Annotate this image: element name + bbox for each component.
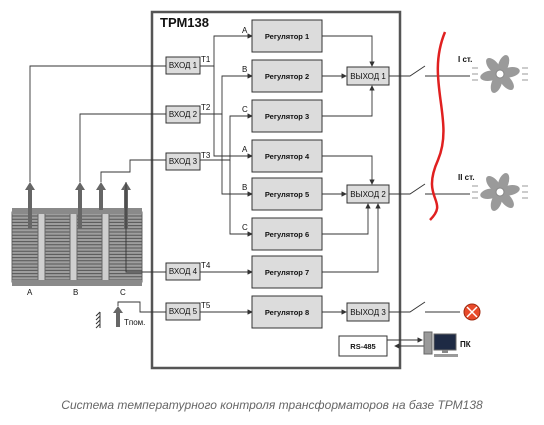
wire-sensor-b2 (100, 159, 166, 182)
transformer-phase-c: C (120, 288, 126, 297)
regulator-7: Регулятор 7 (251, 255, 323, 289)
wire-r7-out2 (322, 203, 381, 273)
svg-text:ВЫХОД 1: ВЫХОД 1 (350, 72, 386, 81)
svg-text:Регулятор 5: Регулятор 5 (265, 190, 309, 199)
pc-icon (423, 331, 458, 357)
regulator-5: Регулятор 5 (251, 177, 323, 211)
wire-t3-c2 (229, 160, 253, 237)
svg-text:Регулятор 2: Регулятор 2 (265, 72, 309, 81)
input-tag-t2: T2 (201, 103, 211, 112)
transformer (11, 208, 143, 286)
wire-r6-out2 (322, 203, 371, 235)
wire-t2-b (200, 73, 253, 115)
power-line (429, 31, 447, 221)
regulator-8: Регулятор 8 (251, 295, 323, 329)
fan-1-icon (472, 55, 528, 93)
wire-r3-out1 (322, 85, 375, 117)
phase-sensor-a (25, 182, 35, 228)
input-tag-t5: T5 (201, 301, 211, 310)
svg-text:RS-485: RS-485 (350, 342, 375, 351)
wire-ambient (117, 301, 166, 313)
regulator-2: Регулятор 2 (251, 59, 323, 93)
transformer-phase-a: A (27, 288, 33, 297)
regulator-6: Регулятор 6 (251, 217, 323, 251)
regulator-1: Регулятор 1 (251, 19, 323, 53)
ambient-sensor-label: Tпом. (124, 318, 145, 327)
phase-tag-c2: C (242, 223, 248, 232)
wire-t3-c (200, 113, 253, 161)
wire-sensor-c (125, 182, 166, 273)
input-3: ВХОД 3 (165, 152, 201, 171)
stage-label-1: I ст. (458, 55, 472, 64)
input-tag-t3: T3 (201, 151, 211, 160)
svg-text:Регулятор 7: Регулятор 7 (265, 268, 309, 277)
phase-sensor-b2 (96, 182, 106, 210)
svg-text:ВХОД 5: ВХОД 5 (169, 307, 198, 316)
input-5: ВХОД 5 (165, 302, 201, 321)
relay-switch-3 (389, 301, 460, 313)
input-4: ВХОД 4 (165, 262, 201, 281)
transformer-phase-b: B (73, 288, 78, 297)
svg-text:ВХОД 4: ВХОД 4 (169, 267, 198, 276)
svg-text:Регулятор 3: Регулятор 3 (265, 112, 309, 121)
svg-text:Регулятор 4: Регулятор 4 (265, 152, 310, 161)
output-3: ВЫХОД 3 (346, 302, 390, 322)
device-title: ТРМ138 (160, 15, 209, 30)
wire-sensor-a (29, 65, 166, 182)
output-1: ВЫХОД 1 (346, 66, 390, 86)
svg-text:ВХОД 3: ВХОД 3 (169, 157, 198, 166)
phase-tag-a1: A (242, 26, 248, 35)
input-2: ВХОД 2 (165, 105, 201, 124)
wire-t1-a2 (213, 66, 253, 159)
svg-text:Регулятор 1: Регулятор 1 (265, 32, 309, 41)
input-tag-t4: T4 (201, 261, 211, 270)
svg-text:ВХОД 1: ВХОД 1 (169, 61, 198, 70)
svg-text:Регулятор 8: Регулятор 8 (265, 308, 309, 317)
output-2: ВЫХОД 2 (346, 184, 390, 204)
wire-sensor-b (79, 113, 166, 182)
phase-tag-a2: A (242, 145, 248, 154)
phase-tag-c1: C (242, 105, 248, 114)
ambient-sensor (95, 306, 123, 329)
phase-tag-b1: B (242, 65, 247, 74)
wire-t2-b2 (221, 114, 253, 197)
phase-tag-b2: B (242, 183, 247, 192)
alarm-lamp-icon (463, 303, 481, 321)
wire-t1-a (200, 33, 253, 67)
pc-label: ПК (460, 340, 471, 349)
phase-sensor-b (75, 182, 85, 228)
rs485-port: RS-485 (338, 335, 388, 357)
svg-text:Регулятор 6: Регулятор 6 (265, 230, 309, 239)
stage-label-2: II ст. (458, 173, 475, 182)
input-1: ВХОД 1 (165, 56, 201, 75)
svg-text:ВЫХОД 2: ВЫХОД 2 (350, 190, 386, 199)
svg-text:ВЫХОД 3: ВЫХОД 3 (350, 308, 386, 317)
svg-text:ВХОД 2: ВХОД 2 (169, 110, 198, 119)
regulator-3: Регулятор 3 (251, 99, 323, 133)
relay-switch-1 (389, 65, 470, 77)
wire-r4-out2 (322, 155, 375, 185)
regulator-4: Регулятор 4 (251, 139, 323, 173)
input-tag-t1: T1 (201, 55, 211, 64)
wire-r1-out1 (322, 35, 375, 67)
fan-2-icon (472, 173, 528, 211)
diagram-caption: Система температурного контроля трансфор… (61, 398, 483, 412)
